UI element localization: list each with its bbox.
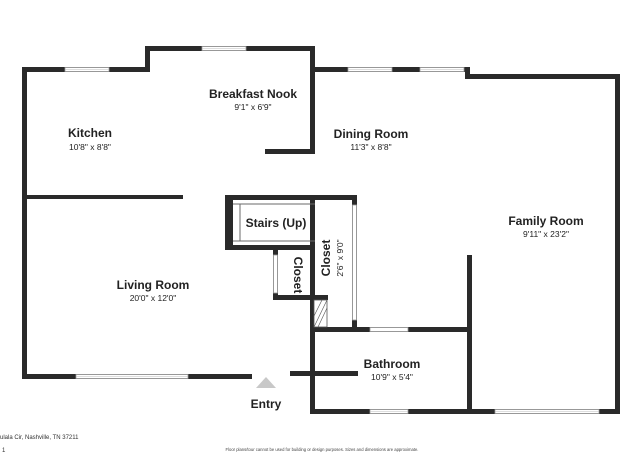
wall-closet2-left xyxy=(310,200,315,332)
wall-stairs-top xyxy=(225,195,357,200)
opening-closet1 xyxy=(273,254,278,294)
room-labels: Kitchen 10'8" x 8'8" Breakfast Nook 9'1"… xyxy=(68,87,584,411)
breakfast-nook-name: Breakfast Nook xyxy=(209,87,297,101)
wall-family-step xyxy=(465,67,470,78)
wall-stairs-left xyxy=(225,195,233,250)
living-room-dims: 20'0" x 12'0" xyxy=(130,293,177,303)
breakfast-nook-dims: 9'1" x 6'9" xyxy=(234,102,271,112)
closet-2-dims: 2'6" x 9'0" xyxy=(335,239,345,276)
wall-nook-step xyxy=(145,46,150,72)
wall-right-outer xyxy=(615,74,620,414)
wall-top-family xyxy=(465,74,620,79)
entry-label: Entry xyxy=(251,397,282,411)
wall-closet1-bottom xyxy=(273,295,328,300)
opening-bathroom xyxy=(369,327,409,332)
wall-left-outer xyxy=(22,67,27,379)
family-room-dims: 9'11" x 23'2" xyxy=(523,229,569,239)
kitchen-dims: 10'8" x 8'8" xyxy=(69,142,111,152)
wall-nook-stub xyxy=(265,149,315,154)
page-number: 1 xyxy=(2,448,6,454)
wall-family-stub xyxy=(467,255,472,335)
living-room-name: Living Room xyxy=(117,278,190,292)
stairs-name: Stairs (Up) xyxy=(246,216,307,230)
bathroom-dims: 10'9" x 5'4" xyxy=(371,372,413,382)
family-room-name: Family Room xyxy=(508,214,583,228)
windows xyxy=(64,46,600,414)
wall-stairs-bottom xyxy=(225,245,315,250)
opening-closet2 xyxy=(352,204,357,321)
dining-room-name: Dining Room xyxy=(334,127,409,141)
kitchen-name: Kitchen xyxy=(68,126,112,140)
address-text: ulala Cir, Nashville, TN 37211 xyxy=(0,435,79,441)
entry-arrow-icon xyxy=(256,377,276,388)
closet-1-name: Closet xyxy=(291,257,305,294)
bathroom-name: Bathroom xyxy=(364,357,421,371)
wall-bathroom-left xyxy=(310,327,315,414)
wall-nook-right xyxy=(310,46,315,154)
wall-bottom-mid xyxy=(290,371,358,376)
closet-2-name: Closet xyxy=(319,240,333,277)
dining-room-dims: 11'3" x 8'8" xyxy=(350,142,391,152)
wall-kitchen-living xyxy=(22,195,183,199)
disclaimer-text: Floor plans/tour cannot be used for buil… xyxy=(226,447,419,452)
wall-bottom-right xyxy=(310,409,620,414)
stairs xyxy=(233,203,328,328)
